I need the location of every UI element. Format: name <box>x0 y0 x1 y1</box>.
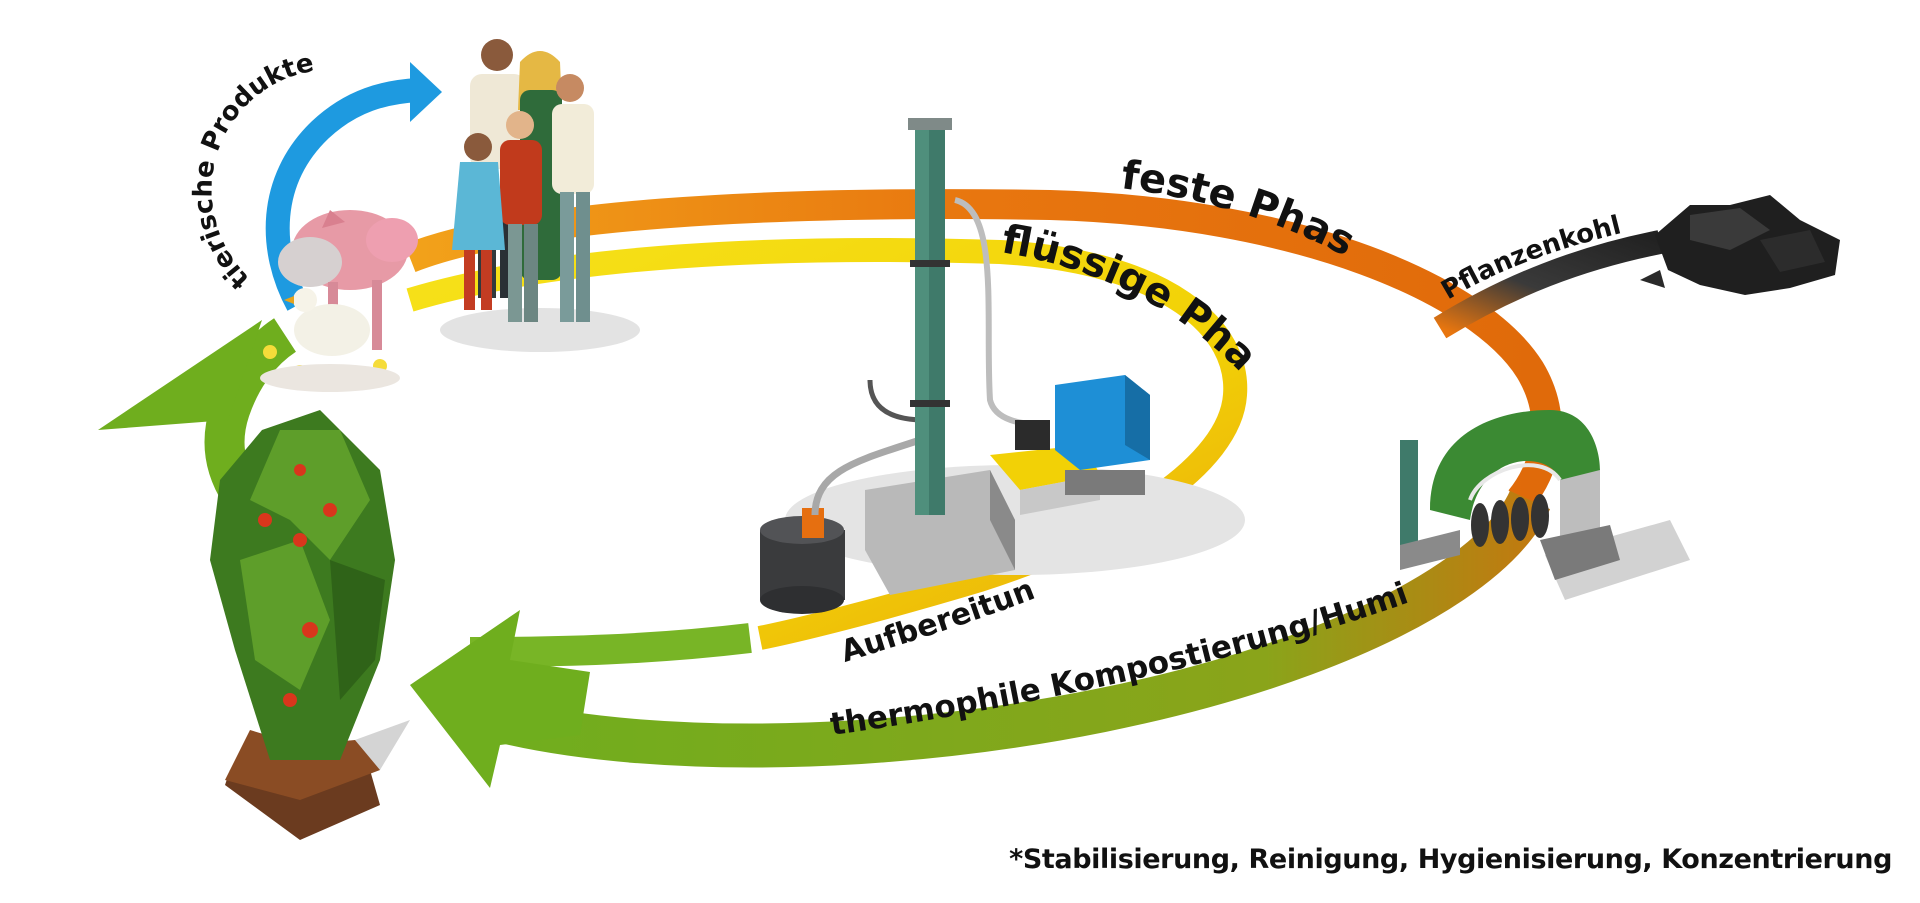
plant-to-animal-arrowhead <box>98 320 262 430</box>
liquid-phase-ring <box>406 237 1248 650</box>
family-icon <box>440 39 640 352</box>
tomato-plant-icon <box>210 410 410 840</box>
composting-arrowhead <box>410 610 590 788</box>
solid-phase-ring <box>404 189 1562 510</box>
composting-band <box>463 490 1551 768</box>
footnote: *Stabilisierung, Reinigung, Hygienisieru… <box>1009 844 1892 875</box>
separation-plant-icon <box>760 118 1245 614</box>
biochar-pile-icon <box>1640 195 1840 295</box>
biochar-branch <box>1433 230 1663 339</box>
screw-press-icon <box>1400 410 1690 600</box>
animal-products-arrowhead <box>410 62 442 122</box>
chicken-icon <box>260 288 400 392</box>
